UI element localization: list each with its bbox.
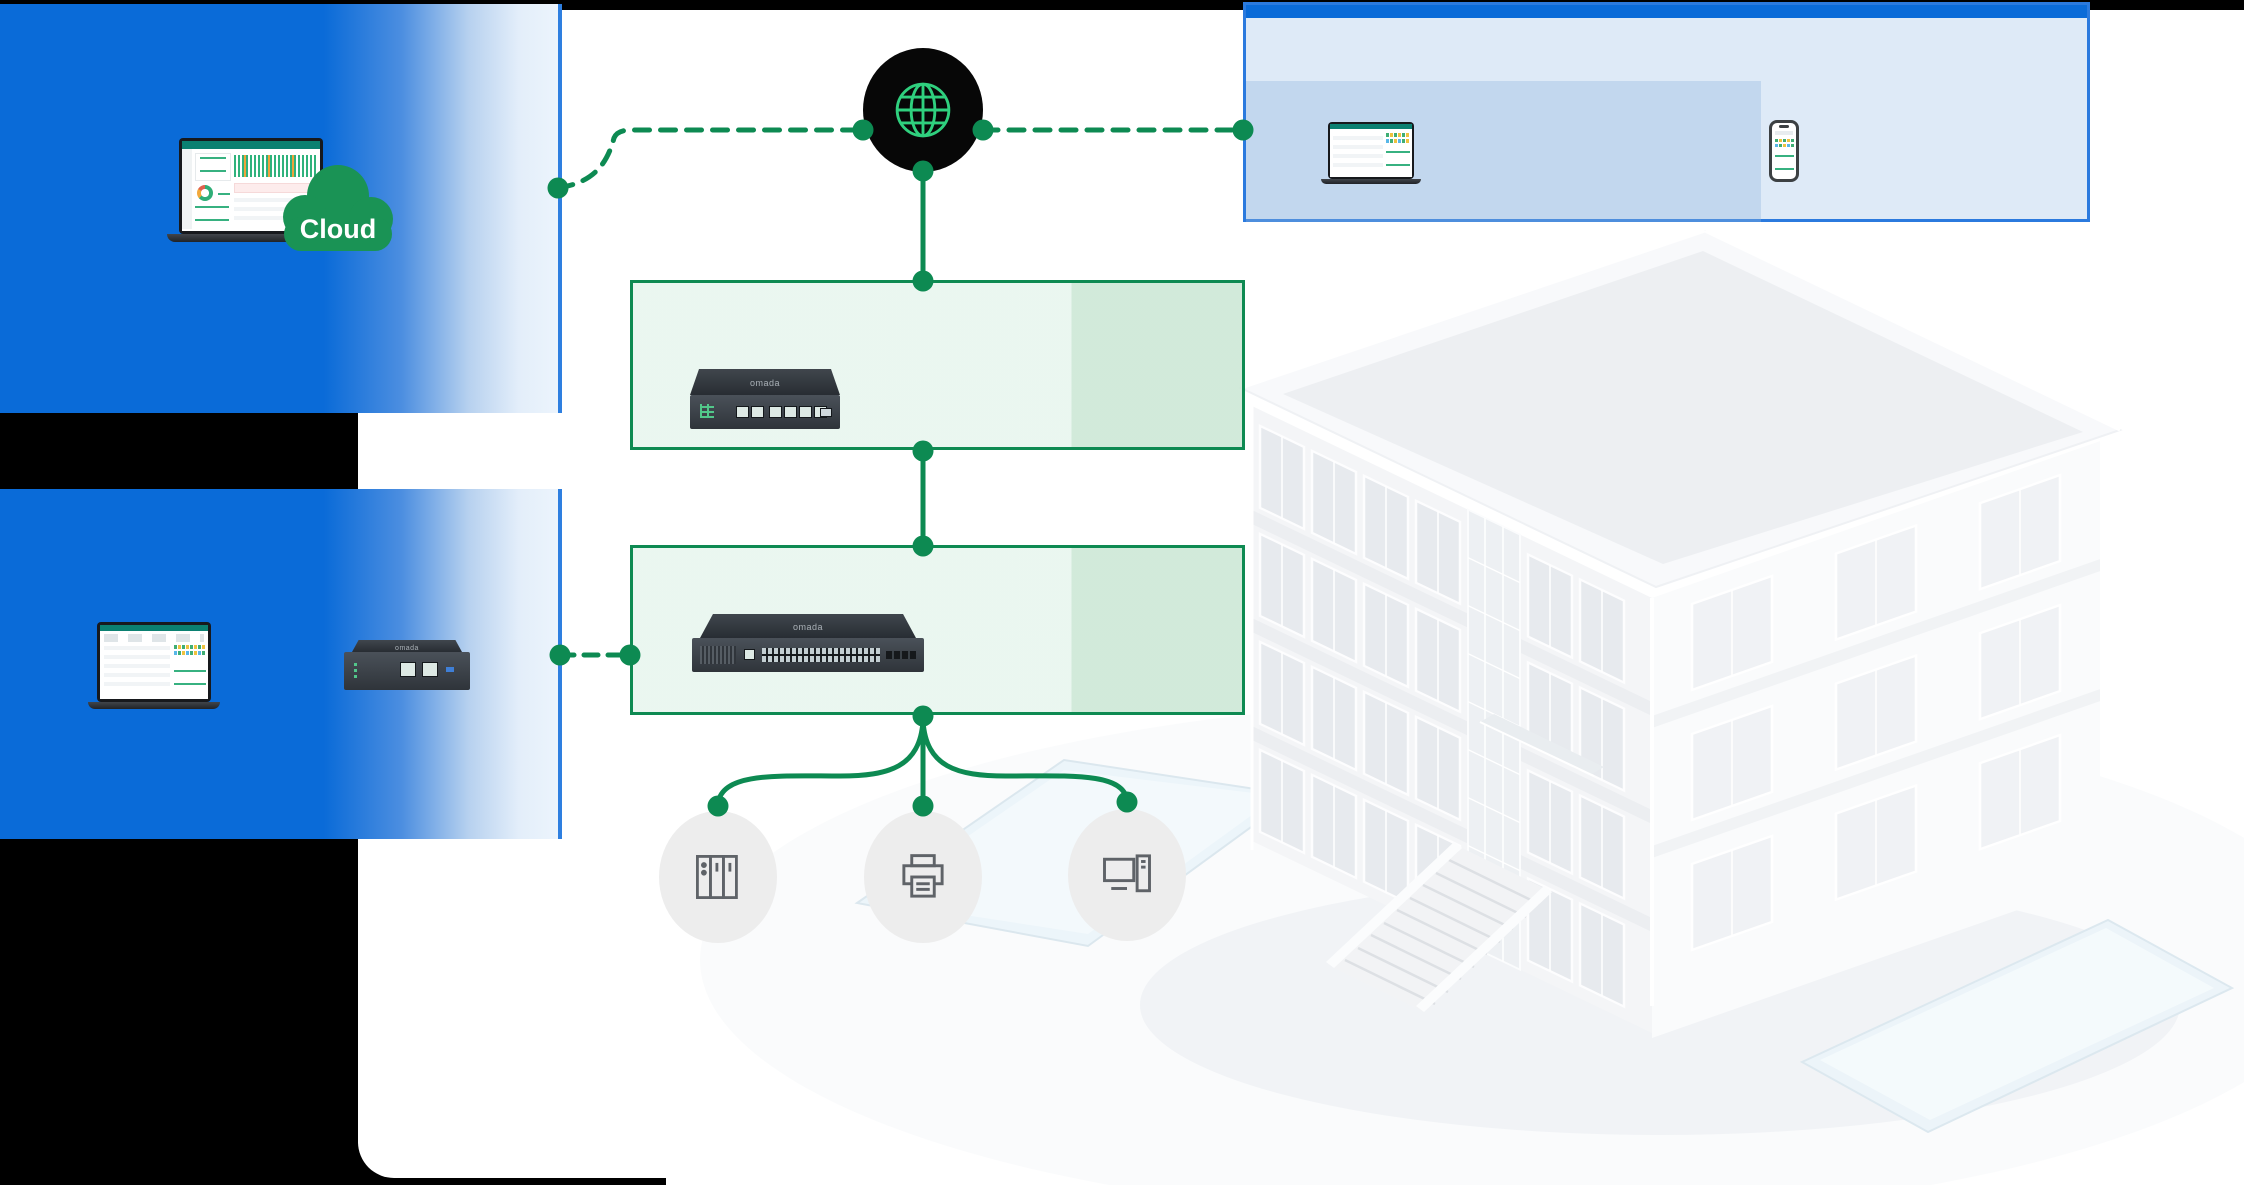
phone-list-lines xyxy=(1775,150,1794,176)
gateway-sfp-port xyxy=(820,408,832,417)
endpoint-server-rack xyxy=(659,811,777,943)
gateway-device: omada xyxy=(690,369,840,429)
remote-panel xyxy=(1243,2,2090,222)
controller-top-face: omada xyxy=(352,640,462,652)
controller-usb-port xyxy=(446,667,454,672)
remote-phone xyxy=(1769,120,1799,182)
remote-laptop-base xyxy=(1321,179,1421,184)
glass-sheet-right xyxy=(1799,918,2235,1134)
switch-brand-label: omada xyxy=(792,622,824,632)
switch-ports xyxy=(762,648,880,662)
switch-sfp-ports xyxy=(886,651,916,659)
admin-status-grid-row2 xyxy=(174,651,206,655)
admin-summary-lines xyxy=(174,659,206,691)
cloud-icon: Cloud xyxy=(283,165,393,251)
cloud-laptop-base xyxy=(167,234,336,242)
building-side-wall xyxy=(1652,441,2100,1038)
admin-header-bar xyxy=(100,625,208,631)
controller-front-face xyxy=(344,652,470,690)
controller-device: omada xyxy=(344,640,478,690)
globe-icon xyxy=(895,82,951,138)
cloud-label: Cloud xyxy=(300,214,376,244)
remote-laptop-lines xyxy=(1386,146,1410,172)
gateway-led-grid xyxy=(700,404,714,418)
remote-laptop-status-row2 xyxy=(1386,139,1410,143)
phone-status-row2 xyxy=(1775,144,1794,147)
admin-laptop xyxy=(97,622,211,702)
gateway-top-face: omada xyxy=(690,369,840,395)
gateway-front-face xyxy=(690,395,840,429)
dashboard-legend xyxy=(218,185,230,201)
dashboard-card xyxy=(195,153,231,181)
building-roof xyxy=(1238,229,2123,589)
phone-header-lines xyxy=(1775,131,1793,135)
remote-laptop xyxy=(1328,122,1414,179)
entrance-stairs xyxy=(1326,842,1552,1012)
phone-notch xyxy=(1779,125,1789,128)
admin-status-grid-row1 xyxy=(174,645,206,649)
remote-laptop-status-row1 xyxy=(1386,133,1410,137)
internet-node xyxy=(863,48,983,172)
switch-front-face xyxy=(692,638,924,672)
endpoint-printer xyxy=(864,811,982,943)
server-rack-icon xyxy=(696,855,738,899)
gateway-ports xyxy=(736,405,827,423)
controller-leds xyxy=(354,662,357,678)
cloud-panel: Cloud xyxy=(0,4,562,413)
remote-laptop-screen xyxy=(1330,124,1412,177)
switch-top-face: omada xyxy=(700,614,916,638)
cloud-laptop xyxy=(179,138,323,234)
desktop-pc-icon xyxy=(1103,854,1151,893)
remote-laptop-table xyxy=(1333,132,1383,172)
admin-laptop-screen xyxy=(100,625,208,699)
entrance-canopy xyxy=(1479,714,1604,777)
switch-uplink-port xyxy=(744,649,755,660)
admin-device-table xyxy=(104,645,170,691)
printer-icon xyxy=(902,854,944,898)
building-front-wall xyxy=(1252,406,1652,1033)
dashboard-header-bar xyxy=(182,141,320,149)
remote-panel-inner-box xyxy=(1246,81,1761,222)
dashboard-donut-chart xyxy=(197,185,213,201)
controller-port-1 xyxy=(400,662,416,677)
dashboard-bar-chart xyxy=(234,155,316,177)
controller-port-2 xyxy=(422,662,438,677)
admin-panel: omada xyxy=(0,489,562,839)
admin-laptop-base xyxy=(88,702,220,709)
gateway-brand-label: omada xyxy=(749,378,781,388)
switch-device: omada xyxy=(692,614,932,672)
remote-panel-topbar xyxy=(1246,5,2087,18)
remote-laptop-header xyxy=(1330,124,1412,129)
admin-toolbar xyxy=(104,634,204,642)
switch-vents xyxy=(700,646,736,664)
phone-status-row1 xyxy=(1775,139,1794,142)
endpoint-desktop-pc xyxy=(1068,809,1186,941)
controller-brand-label: omada xyxy=(395,645,419,652)
dashboard-sidebar xyxy=(182,149,192,229)
dashboard-list xyxy=(195,205,229,227)
